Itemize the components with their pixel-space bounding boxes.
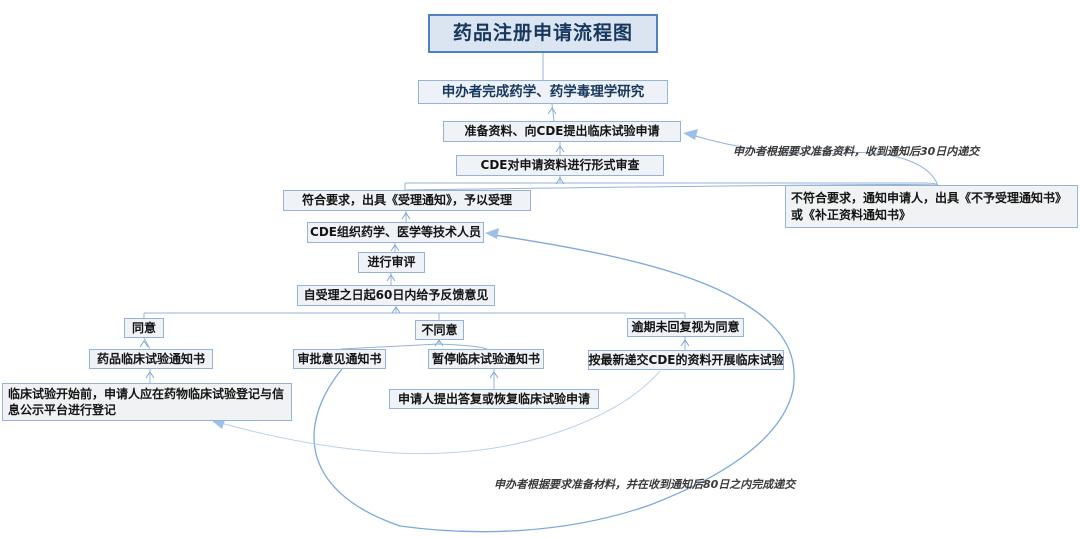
- connector-notaccepted-return-to-prepare: [691, 134, 939, 187]
- arrowhead-into-cdestaff: [485, 228, 499, 239]
- annotation-resubmit-30days: 申办者根据要求准备资料，收到通知后30日内递交: [733, 145, 980, 158]
- chevron-up: [555, 177, 565, 185]
- connector-disagree-branch: [340, 340, 488, 350]
- chevron-up: [434, 339, 444, 347]
- node-opinion-notice[interactable]: 审批意见通知书: [293, 349, 386, 369]
- chevron-up: [386, 274, 396, 282]
- chevron-up: [145, 371, 155, 379]
- chevron-up: [547, 107, 557, 115]
- node-agree[interactable]: 同意: [124, 318, 164, 338]
- chevron-up: [390, 244, 400, 252]
- node-overdue-agree[interactable]: 逾期未回复视为同意: [627, 318, 744, 337]
- node-trial-notice[interactable]: 药品临床试验通知书: [89, 349, 213, 369]
- node-reply-resume[interactable]: 申请人提出答复或恢复临床试验申请: [389, 389, 599, 409]
- node-not-accepted[interactable]: 不符合要求，通知申请人，出具《不予受理通知书》或《补正资料通知书》: [785, 185, 1078, 228]
- node-feedback-60[interactable]: 自受理之日起60日内给予反馈意见: [297, 285, 495, 306]
- node-register-platform[interactable]: 临床试验开始前，申请人应在药物临床试验登记与信息公示平台进行登记: [2, 383, 292, 421]
- annotation-resubmit-80days: 申办者根据要求准备材料，并在收到通知后80日之内完成递交: [494, 478, 796, 491]
- connector-sponsor-to-prepare: [551, 103, 555, 122]
- connector-feedback-branch-rail: [143, 305, 686, 320]
- node-disagree[interactable]: 不同意: [415, 320, 464, 340]
- chevron-up: [391, 306, 401, 314]
- arrowhead-into-prepare: [683, 129, 698, 140]
- chevron-up: [680, 339, 690, 347]
- chevron-up: [555, 145, 565, 153]
- node-sponsor-research[interactable]: 申办者完成药学、药学毒理学研究: [418, 80, 668, 104]
- node-conduct-review[interactable]: 进行审评: [358, 252, 425, 273]
- chevron-up: [489, 371, 499, 379]
- node-title[interactable]: 药品注册申请流程图: [428, 14, 658, 53]
- node-cde-staff[interactable]: CDE组织药学、医学等技术人员: [307, 222, 484, 243]
- chevron-up: [139, 340, 149, 348]
- connector-latest-to-register: [220, 370, 661, 455]
- node-formal-review[interactable]: CDE对申请资料进行形式审查: [456, 155, 664, 176]
- node-accept[interactable]: 符合要求，出具《受理通知》，予以受理: [283, 190, 531, 211]
- node-suspend-notice[interactable]: 暂停临床试验通知书: [428, 349, 544, 369]
- node-latest-materials[interactable]: 按最新递交CDE的资料开展临床试验: [588, 350, 784, 370]
- chevron-up: [401, 212, 411, 220]
- connector-opinion-loop-to-cdestaff: [313, 234, 795, 533]
- node-prepare-apply[interactable]: 准备资料、向CDE提出临床试验申请: [443, 121, 681, 142]
- connector-agree-to-trialnotice: [143, 337, 151, 350]
